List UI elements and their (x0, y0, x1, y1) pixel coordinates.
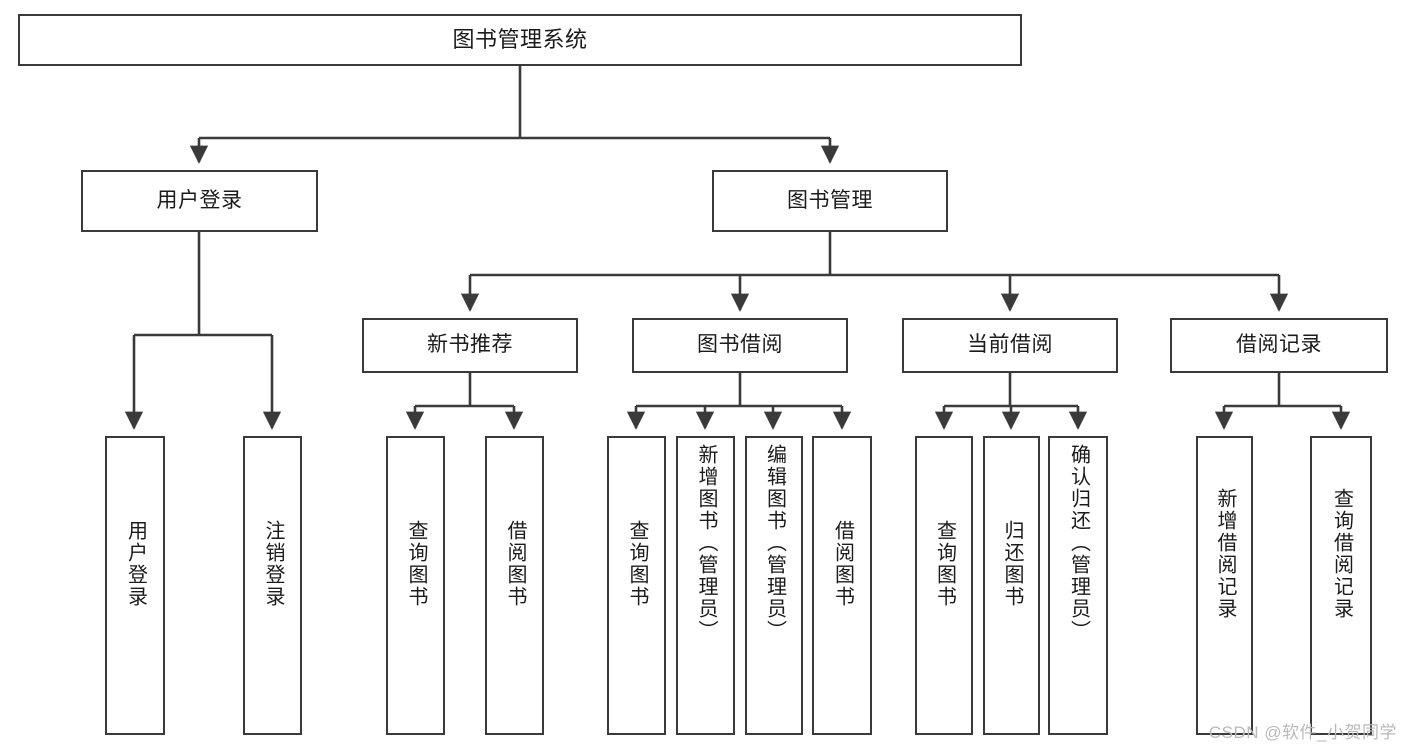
leaf-query-borrow-record[interactable]: 查询借阅记录 (1310, 436, 1372, 735)
node-label: 借阅记录 (1236, 333, 1322, 357)
leaf-add-book-admin[interactable]: 新增图书（管理员） (676, 436, 735, 735)
node-label: 当前借阅 (967, 333, 1053, 357)
node-book-borrow[interactable]: 图书借阅 (632, 318, 848, 373)
node-label: 用户登录 (156, 188, 243, 212)
leaf-add-borrow-record[interactable]: 新增借阅记录 (1196, 436, 1253, 735)
node-label: 归还图书 (1001, 520, 1023, 608)
node-label: 图书借阅 (697, 333, 783, 357)
node-label: 图书管理系统 (452, 27, 588, 53)
node-label: 查询图书 (933, 520, 956, 608)
leaf-return-book[interactable]: 归还图书 (983, 436, 1040, 735)
node-borrow-record[interactable]: 借阅记录 (1170, 318, 1388, 373)
node-label: 确认归还（管理员） (1067, 444, 1090, 642)
leaf-query-book-recommend[interactable]: 查询图书 (386, 436, 445, 735)
node-label: 图书管理 (787, 188, 873, 212)
leaf-query-book-borrow[interactable]: 查询图书 (607, 436, 666, 735)
csdn-watermark: CSDN @软件_小贺同学 (1208, 723, 1397, 742)
leaf-borrow-book-recommend[interactable]: 借阅图书 (485, 436, 544, 735)
node-root-system[interactable]: 图书管理系统 (18, 14, 1022, 66)
leaf-borrow-book[interactable]: 借阅图书 (812, 436, 872, 735)
node-user-login[interactable]: 用户登录 (81, 170, 318, 232)
node-label: 新增借阅记录 (1214, 488, 1236, 620)
node-label: 查询图书 (626, 520, 648, 608)
node-current-borrow[interactable]: 当前借阅 (902, 318, 1118, 373)
leaf-query-book-current[interactable]: 查询图书 (915, 436, 973, 735)
node-label: 查询借阅记录 (1330, 488, 1353, 620)
node-label: 新书推荐 (427, 333, 513, 357)
node-label: 查询图书 (405, 520, 427, 608)
node-label: 借阅图书 (504, 520, 526, 608)
node-label: 用户登录 (124, 520, 147, 608)
node-label: 新增图书（管理员） (695, 444, 717, 642)
leaf-edit-book-admin[interactable]: 编辑图书（管理员） (745, 436, 803, 735)
leaf-logout-login[interactable]: 注销登录 (243, 436, 302, 735)
node-label: 编辑图书（管理员） (763, 444, 786, 642)
node-book-management[interactable]: 图书管理 (712, 170, 948, 232)
node-label: 借阅图书 (831, 520, 854, 608)
node-new-book-recommend[interactable]: 新书推荐 (362, 318, 578, 373)
leaf-confirm-return-admin[interactable]: 确认归还（管理员） (1048, 436, 1108, 735)
node-label: 注销登录 (262, 520, 284, 608)
leaf-user-login[interactable]: 用户登录 (105, 436, 165, 735)
